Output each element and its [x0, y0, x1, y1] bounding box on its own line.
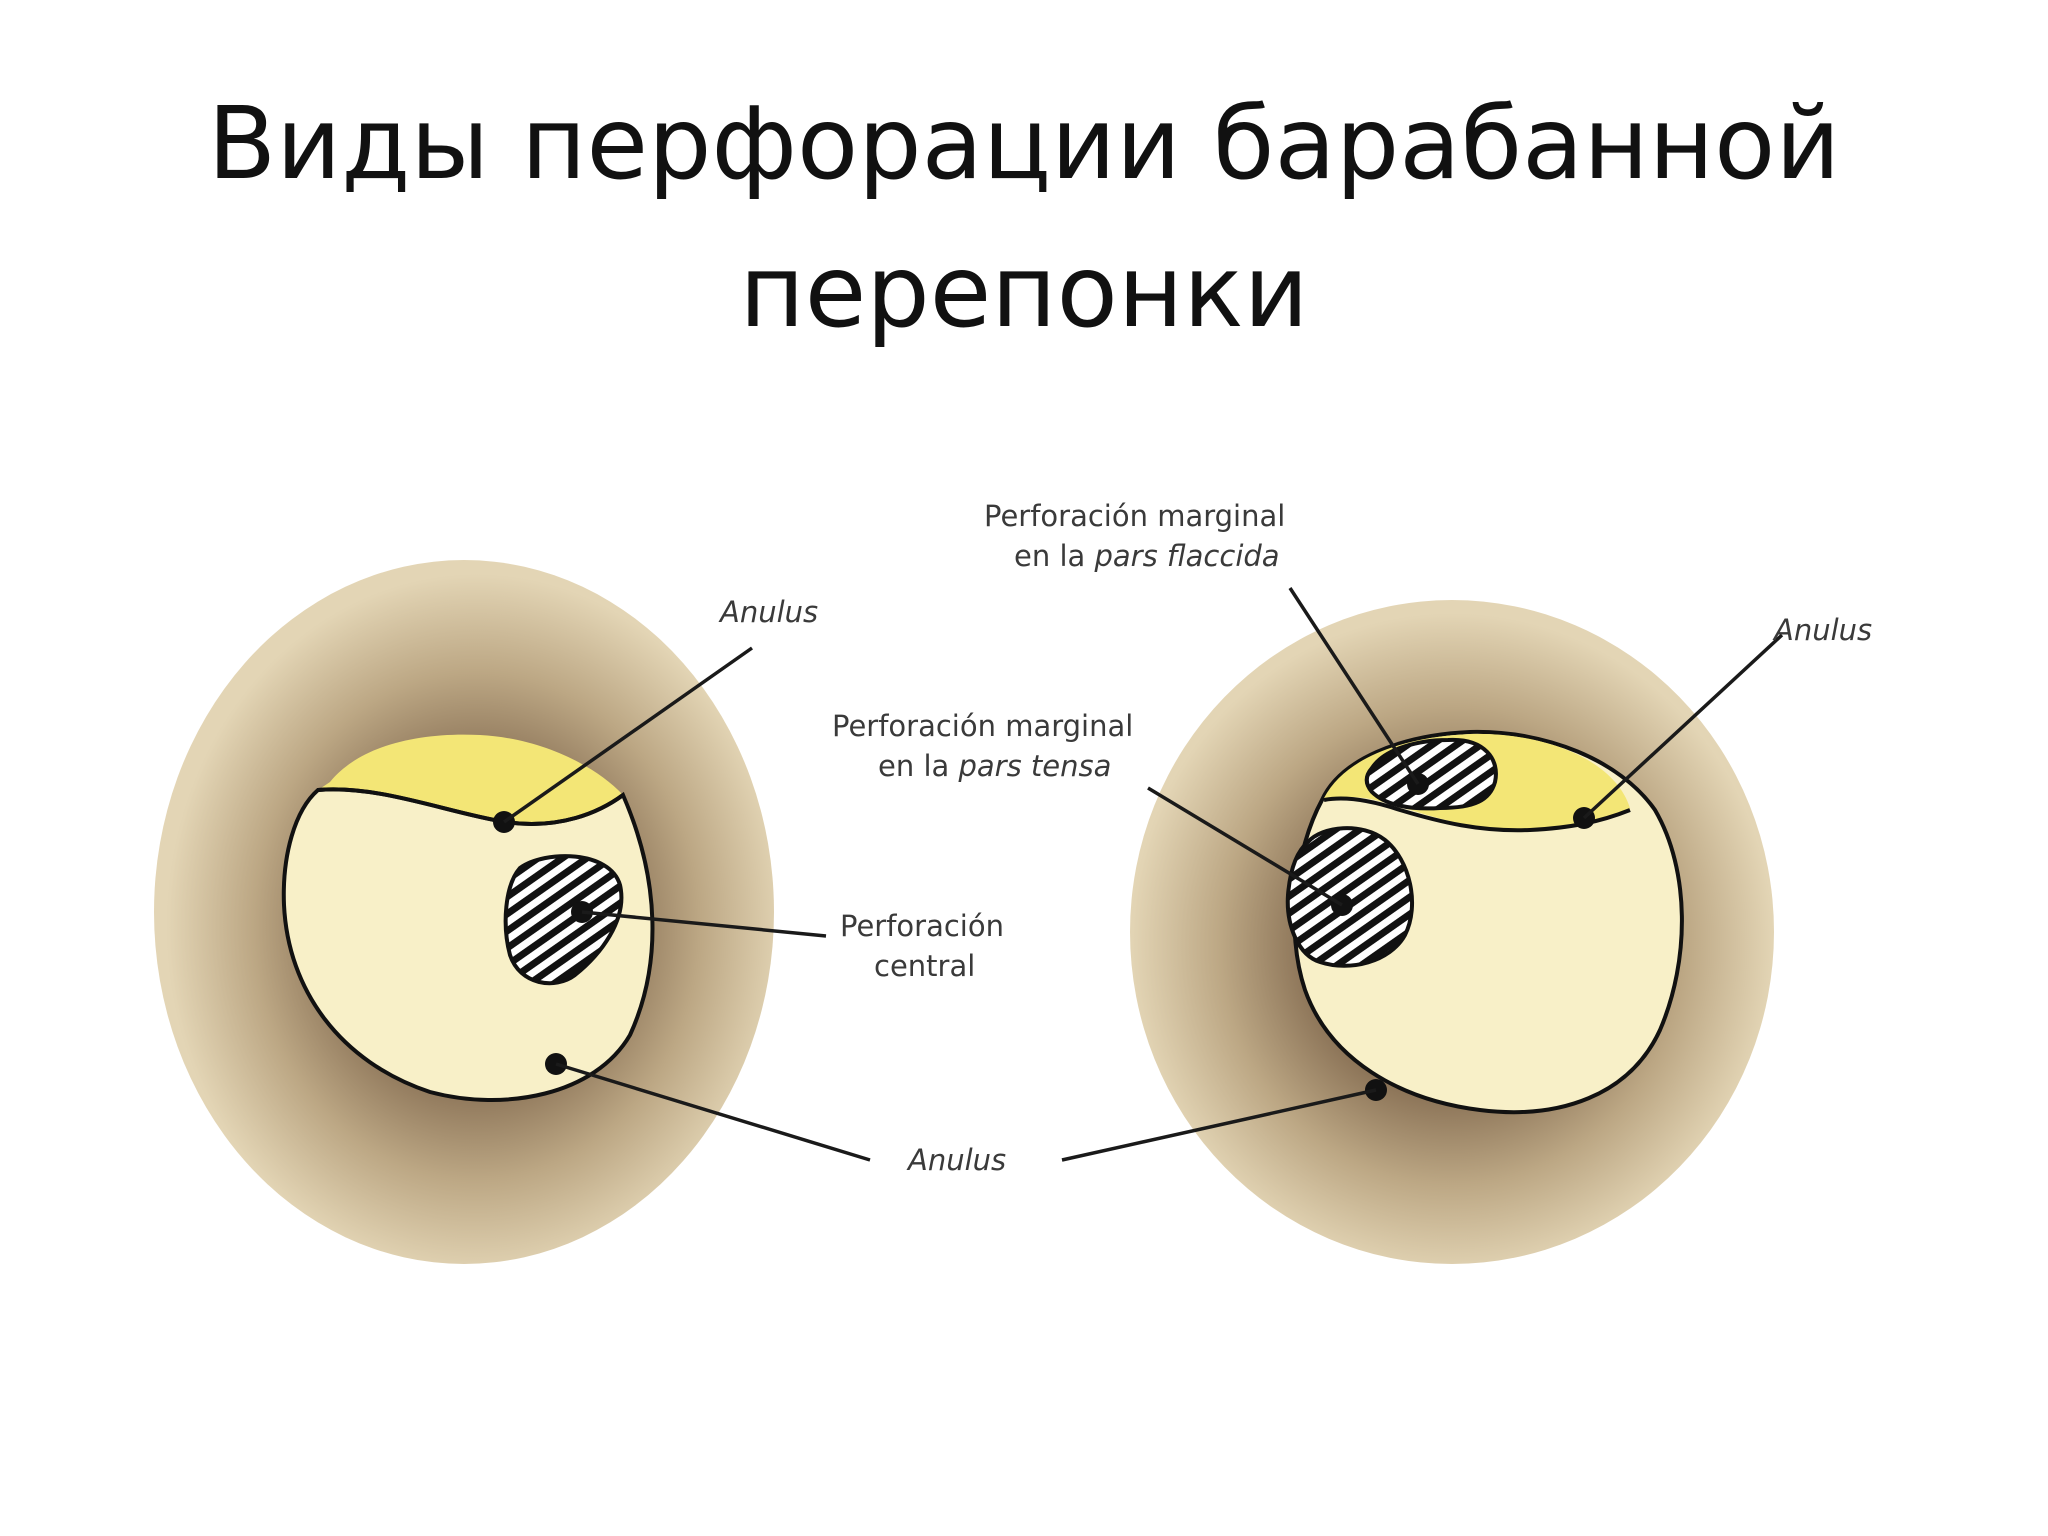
right-tensa-leader [1147, 786, 1343, 907]
right-anulus-leader [1582, 633, 1784, 820]
label-right-tensa-line1: Perforación marginal [832, 709, 1133, 743]
label-right-flaccida-line2-prefix: en la [1014, 539, 1095, 573]
label-right-flaccida-line1: Perforación marginal [984, 499, 1285, 533]
left-perforation-leader [581, 910, 827, 938]
label-left-anulus-bottom: Anulus [906, 1143, 1006, 1177]
label-right-tensa-line2-prefix: en la [878, 749, 959, 783]
label-right-tensa-line2-italic: pars tensa [958, 749, 1112, 783]
right-eardrum-diagram [1061, 587, 1784, 1264]
label-left-perforation-central-line2: central [874, 949, 975, 983]
right-anulus-bottom-leader [1061, 1088, 1377, 1162]
label-left-perforation-central-line1: Perforación [840, 909, 1004, 943]
label-right-flaccida-line2: en la pars flaccida [1014, 539, 1280, 573]
left-central-perforation [503, 854, 624, 986]
label-left-anulus-top: Anulus [718, 595, 818, 629]
label-right-tensa-line2: en la pars tensa [878, 749, 1111, 783]
label-right-anulus: Anulus [1772, 613, 1872, 647]
right-flaccida-leader [1288, 587, 1420, 785]
left-anulus-bottom-leader [555, 1062, 871, 1162]
label-right-flaccida-line2-italic: pars flaccida [1094, 539, 1280, 573]
left-anulus-top-leader [502, 646, 754, 824]
slide-title-line-1: Виды перфорации барабанной [207, 85, 1841, 202]
right-tensa-perforation [1285, 826, 1414, 968]
left-eardrum-diagram [154, 560, 871, 1264]
left-pars-flaccida [318, 734, 623, 824]
slide-title: Виды перфорации барабанной перепонки [0, 70, 2048, 366]
slide-title-line-2: перепонки [739, 233, 1309, 350]
